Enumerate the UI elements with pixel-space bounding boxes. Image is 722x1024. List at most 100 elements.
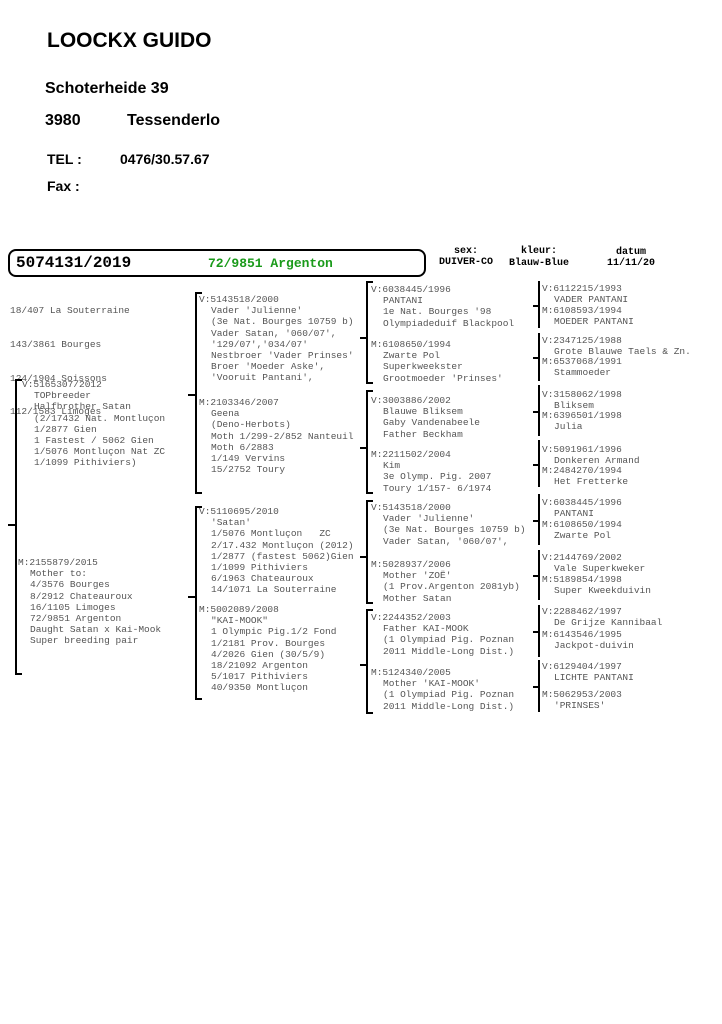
entry-line: (1 Prov.Argenton 2081yb) xyxy=(383,581,520,593)
entry-line: Bliksem xyxy=(554,400,594,412)
entry-ring: 5062953/2003 xyxy=(553,689,622,700)
entry-ring-line: V:3003886/2002 xyxy=(371,395,480,406)
bracket-gen4 xyxy=(538,281,545,328)
entry-ring: 6108593/1994 xyxy=(553,305,622,316)
entry-label: M: xyxy=(542,356,554,367)
entry-label: M: xyxy=(371,559,383,570)
entry-line: Moth 6/2883 xyxy=(211,441,274,453)
entry-label: M: xyxy=(371,449,383,460)
entry-line: Geena xyxy=(211,408,240,420)
entry-ring-line: M:6396501/1998 xyxy=(542,410,622,421)
entry-ring: 5143518/2000 xyxy=(382,502,451,513)
entry-line: Superkweekster xyxy=(383,361,463,373)
bracket-tick xyxy=(360,664,367,666)
entry-line: Moth 1/299-2/852 Nanteuil xyxy=(211,430,354,442)
entry-line: Kim xyxy=(383,460,401,472)
bracket-tick xyxy=(360,447,367,449)
entry-line: Daught Satan x Kai-Mook xyxy=(30,624,162,636)
entry-line: Toury 1/157- 6/1974 xyxy=(383,482,492,494)
bracket-gen2-sire xyxy=(195,292,202,494)
entry-ring-line: V:6112215/1993 xyxy=(542,283,628,294)
bracket-tick xyxy=(533,410,539,413)
entry-ring: 2155879/2015 xyxy=(29,557,98,568)
entry-ring: 2347125/1988 xyxy=(553,335,622,346)
gen4-entry: M:5062953/2003'PRINSES' xyxy=(542,689,622,711)
bracket-gen3 xyxy=(366,500,373,604)
result-item: 18/407 La Souterraine xyxy=(10,305,130,317)
entry-ring: 5028937/2006 xyxy=(382,559,451,570)
tel-label: TEL : xyxy=(47,151,82,167)
entry-ring-line: V:5143518/2000 xyxy=(199,294,354,305)
bracket-tick xyxy=(360,556,367,558)
bracket-tick xyxy=(188,596,195,598)
entry-ring: 2211502/2004 xyxy=(382,449,451,460)
entry-label: V: xyxy=(542,497,554,508)
entry-ring-line: V:5143518/2000 xyxy=(371,502,526,513)
entry-ring: 5091961/1996 xyxy=(553,444,622,455)
entry-line: 40/9350 Montluçon xyxy=(211,682,308,694)
entry-ring: 2288462/1997 xyxy=(553,606,622,617)
entry-line: 'Satan' xyxy=(211,517,251,529)
entry-label: M: xyxy=(542,465,554,476)
entry-ring: 6537068/1991 xyxy=(553,356,622,367)
gen2-entry: M:5002089/2008"KAI-MOOK"1 Olympic Pig.1/… xyxy=(199,604,336,694)
entry-label: V: xyxy=(371,502,383,513)
bracket-gen3 xyxy=(366,390,373,494)
entry-line: Mother to: xyxy=(30,568,88,580)
pigeon-title-box xyxy=(8,249,426,277)
entry-line: 6/1963 Chateauroux xyxy=(211,573,314,585)
entry-line: (1 Olympiad Pig. Poznan xyxy=(383,634,515,646)
entry-line: PANTANI xyxy=(554,508,594,520)
entry-label: V: xyxy=(371,395,383,406)
breeder-name: LOOCKX GUIDO xyxy=(47,29,212,52)
entry-line: (1 Olympiad Pig. Poznan xyxy=(383,689,515,701)
entry-line: "KAI-MOOK" xyxy=(211,615,269,627)
entry-line: Mother Satan xyxy=(383,592,452,604)
entry-ring-line: M:2484270/1994 xyxy=(542,465,628,476)
entry-line: Super breeding pair xyxy=(30,635,139,647)
bracket-tick xyxy=(533,686,539,688)
entry-line: Donkeren Armand xyxy=(554,455,640,467)
entry-line: 1/5076 Montluçon ZC xyxy=(211,528,331,540)
entry-line: 1e Nat. Bourges '98 xyxy=(383,306,492,318)
entry-line: 72/9851 Argenton xyxy=(30,613,122,625)
entry-label: M: xyxy=(542,689,554,700)
entry-ring: 6108650/1994 xyxy=(553,519,622,530)
entry-label: M: xyxy=(371,667,383,678)
entry-line: Mother 'ZOË' xyxy=(383,570,452,582)
sex-label: sex: xyxy=(453,246,478,257)
entry-line: Jackpot-duivin xyxy=(554,640,634,652)
bracket-gen4 xyxy=(538,440,545,487)
result-item: 112/1583 Limoges xyxy=(10,406,102,418)
entry-line: 1/1099 Pithiviers xyxy=(211,562,308,574)
entry-label: M: xyxy=(542,574,554,585)
entry-line: 4/2026 Gien (30/5/9) xyxy=(211,648,326,660)
bracket-tick xyxy=(8,524,15,526)
entry-line: (Deno-Herbots) xyxy=(211,419,291,431)
entry-line: 2/17.432 Montluçon (2012) xyxy=(211,539,354,551)
entry-label: V: xyxy=(542,283,554,294)
bracket-tick xyxy=(188,394,195,396)
pigeon-ring-number: 5074131/2019 xyxy=(16,254,132,272)
entry-ring-line: M:5028937/2006 xyxy=(371,559,520,570)
entry-ring: 5110695/2010 xyxy=(210,506,279,517)
entry-line: Julia xyxy=(554,421,583,433)
entry-ring-line: V:2144769/2002 xyxy=(542,552,645,563)
entry-ring-line: M:5002089/2008 xyxy=(199,604,336,615)
entry-line: 'PRINSES' xyxy=(554,700,606,712)
bracket-tick xyxy=(533,463,539,466)
entry-ring: 5002089/2008 xyxy=(210,604,279,615)
entry-label: M: xyxy=(542,519,554,530)
